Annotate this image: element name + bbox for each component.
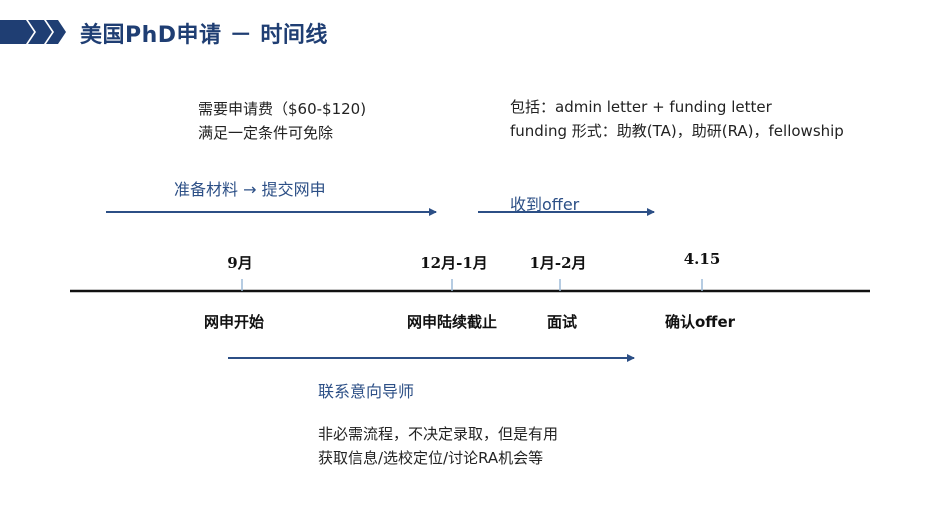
fee-note-line1: 需要申请费（$60-$120) [198,100,367,118]
event-label-confirm-offer: 确认offer [664,313,736,331]
event-label-interview: 面试 [546,313,578,331]
page-title: 美国PhD申请 － 时间线 [80,23,328,48]
tick-label-dec-jan: 12月-1月 [420,254,488,272]
tick-label-sep: 9月 [227,254,253,272]
event-label-apply-deadline: 网申陆续截止 [406,313,498,331]
phase-label-contact-advisor: 联系意向导师 [318,382,415,401]
contact-note-line1: 非必需流程，不决定录取，但是有用 [318,425,559,443]
event-label-apply-open: 网申开始 [203,313,265,331]
tick-label-jan-feb: 1月-2月 [529,254,587,272]
fee-note-line2: 满足一定条件可免除 [198,124,334,142]
title-decoration-icon [0,20,66,44]
phase-label-prepare: 准备材料 → 提交网申 [174,180,326,199]
offer-note-line2: funding 形式：助教(TA)，助研(RA)，fellowship [510,122,844,140]
contact-note-line2: 获取信息/选校定位/讨论RA机会等 [318,449,544,467]
offer-note-line1: 包括：admin letter + funding letter [510,98,772,116]
tick-label-apr15: 4.15 [683,250,721,268]
phase-label-receive-offer: 收到offer [510,195,580,214]
